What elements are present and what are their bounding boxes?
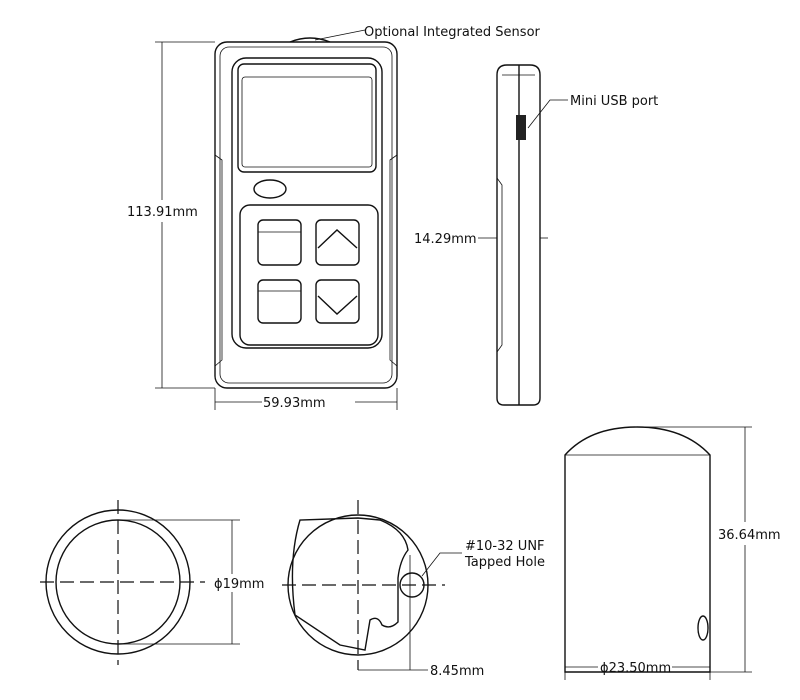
- device-front-view: [214, 37, 398, 389]
- cylinder-height-dimension: 36.64mm: [718, 528, 781, 543]
- sensor-side-view: [564, 426, 711, 673]
- hole-offset-dimension: 8.45mm: [430, 664, 484, 679]
- width-dimension: 59.93mm: [263, 396, 326, 411]
- key-top-left: [257, 219, 302, 266]
- cylinder-diameter-dimension: ϕ23.50mm: [600, 661, 671, 676]
- thread-label-line2: Tapped Hole: [464, 555, 545, 570]
- arrow-up-icon: [317, 229, 358, 249]
- power-button: [253, 179, 287, 199]
- integrated-sensor: [289, 37, 331, 43]
- small-diameter-dimension: ϕ19mm: [214, 577, 264, 592]
- sensor-end-view: [40, 500, 205, 665]
- key-up: [315, 219, 360, 266]
- height-dimension: 113.91mm: [127, 205, 198, 220]
- screen-bezel: [237, 63, 377, 173]
- arrow-down-icon: [317, 295, 358, 315]
- usb-label: Mini USB port: [570, 94, 658, 109]
- usb-port: [516, 115, 526, 140]
- keypad-area: [239, 204, 379, 346]
- display-screen: [241, 76, 373, 168]
- front-panel: [231, 57, 383, 349]
- sensor-label: Optional Integrated Sensor: [364, 25, 541, 40]
- sensor-back-view: [282, 500, 445, 670]
- device-side-view: [496, 64, 541, 406]
- device-body: [214, 41, 398, 389]
- thread-label-line1: #10-32 UNF: [465, 539, 545, 554]
- key-bottom-left: [257, 279, 302, 324]
- key-down: [315, 279, 360, 324]
- depth-dimension: 14.29mm: [414, 232, 477, 247]
